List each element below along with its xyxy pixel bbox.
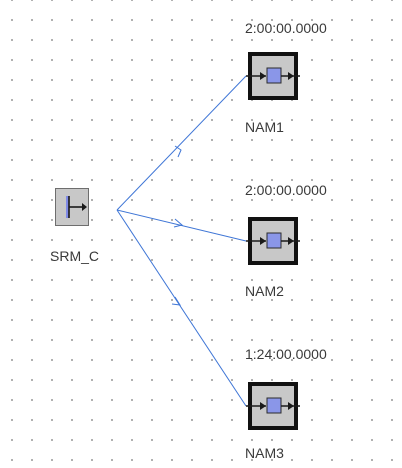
nam2-label: NAM2	[245, 283, 284, 299]
nam1-label: NAM1	[245, 119, 284, 135]
nam1-duration: 2:00:00.0000	[245, 20, 327, 36]
process-block-icon	[246, 217, 300, 265]
connector-srm-nam2[interactable]	[116, 209, 247, 242]
nam2-duration: 2:00:00.0000	[245, 182, 327, 198]
srm-c-node[interactable]	[55, 188, 89, 226]
srm-c-label: SRM_C	[50, 248, 100, 264]
connector-srm-nam1[interactable]	[116, 75, 247, 211]
nam3-duration: 1:24:00.0000	[245, 346, 327, 362]
source-arrow-icon	[66, 196, 87, 218]
process-block-icon	[246, 52, 300, 100]
process-block-icon	[246, 382, 300, 430]
connector-srm-nam3[interactable]	[116, 209, 247, 407]
nam3-node[interactable]	[246, 380, 300, 432]
nam2-node[interactable]	[246, 215, 300, 267]
nam1-node[interactable]	[246, 50, 300, 102]
nam3-label: NAM3	[245, 445, 284, 461]
